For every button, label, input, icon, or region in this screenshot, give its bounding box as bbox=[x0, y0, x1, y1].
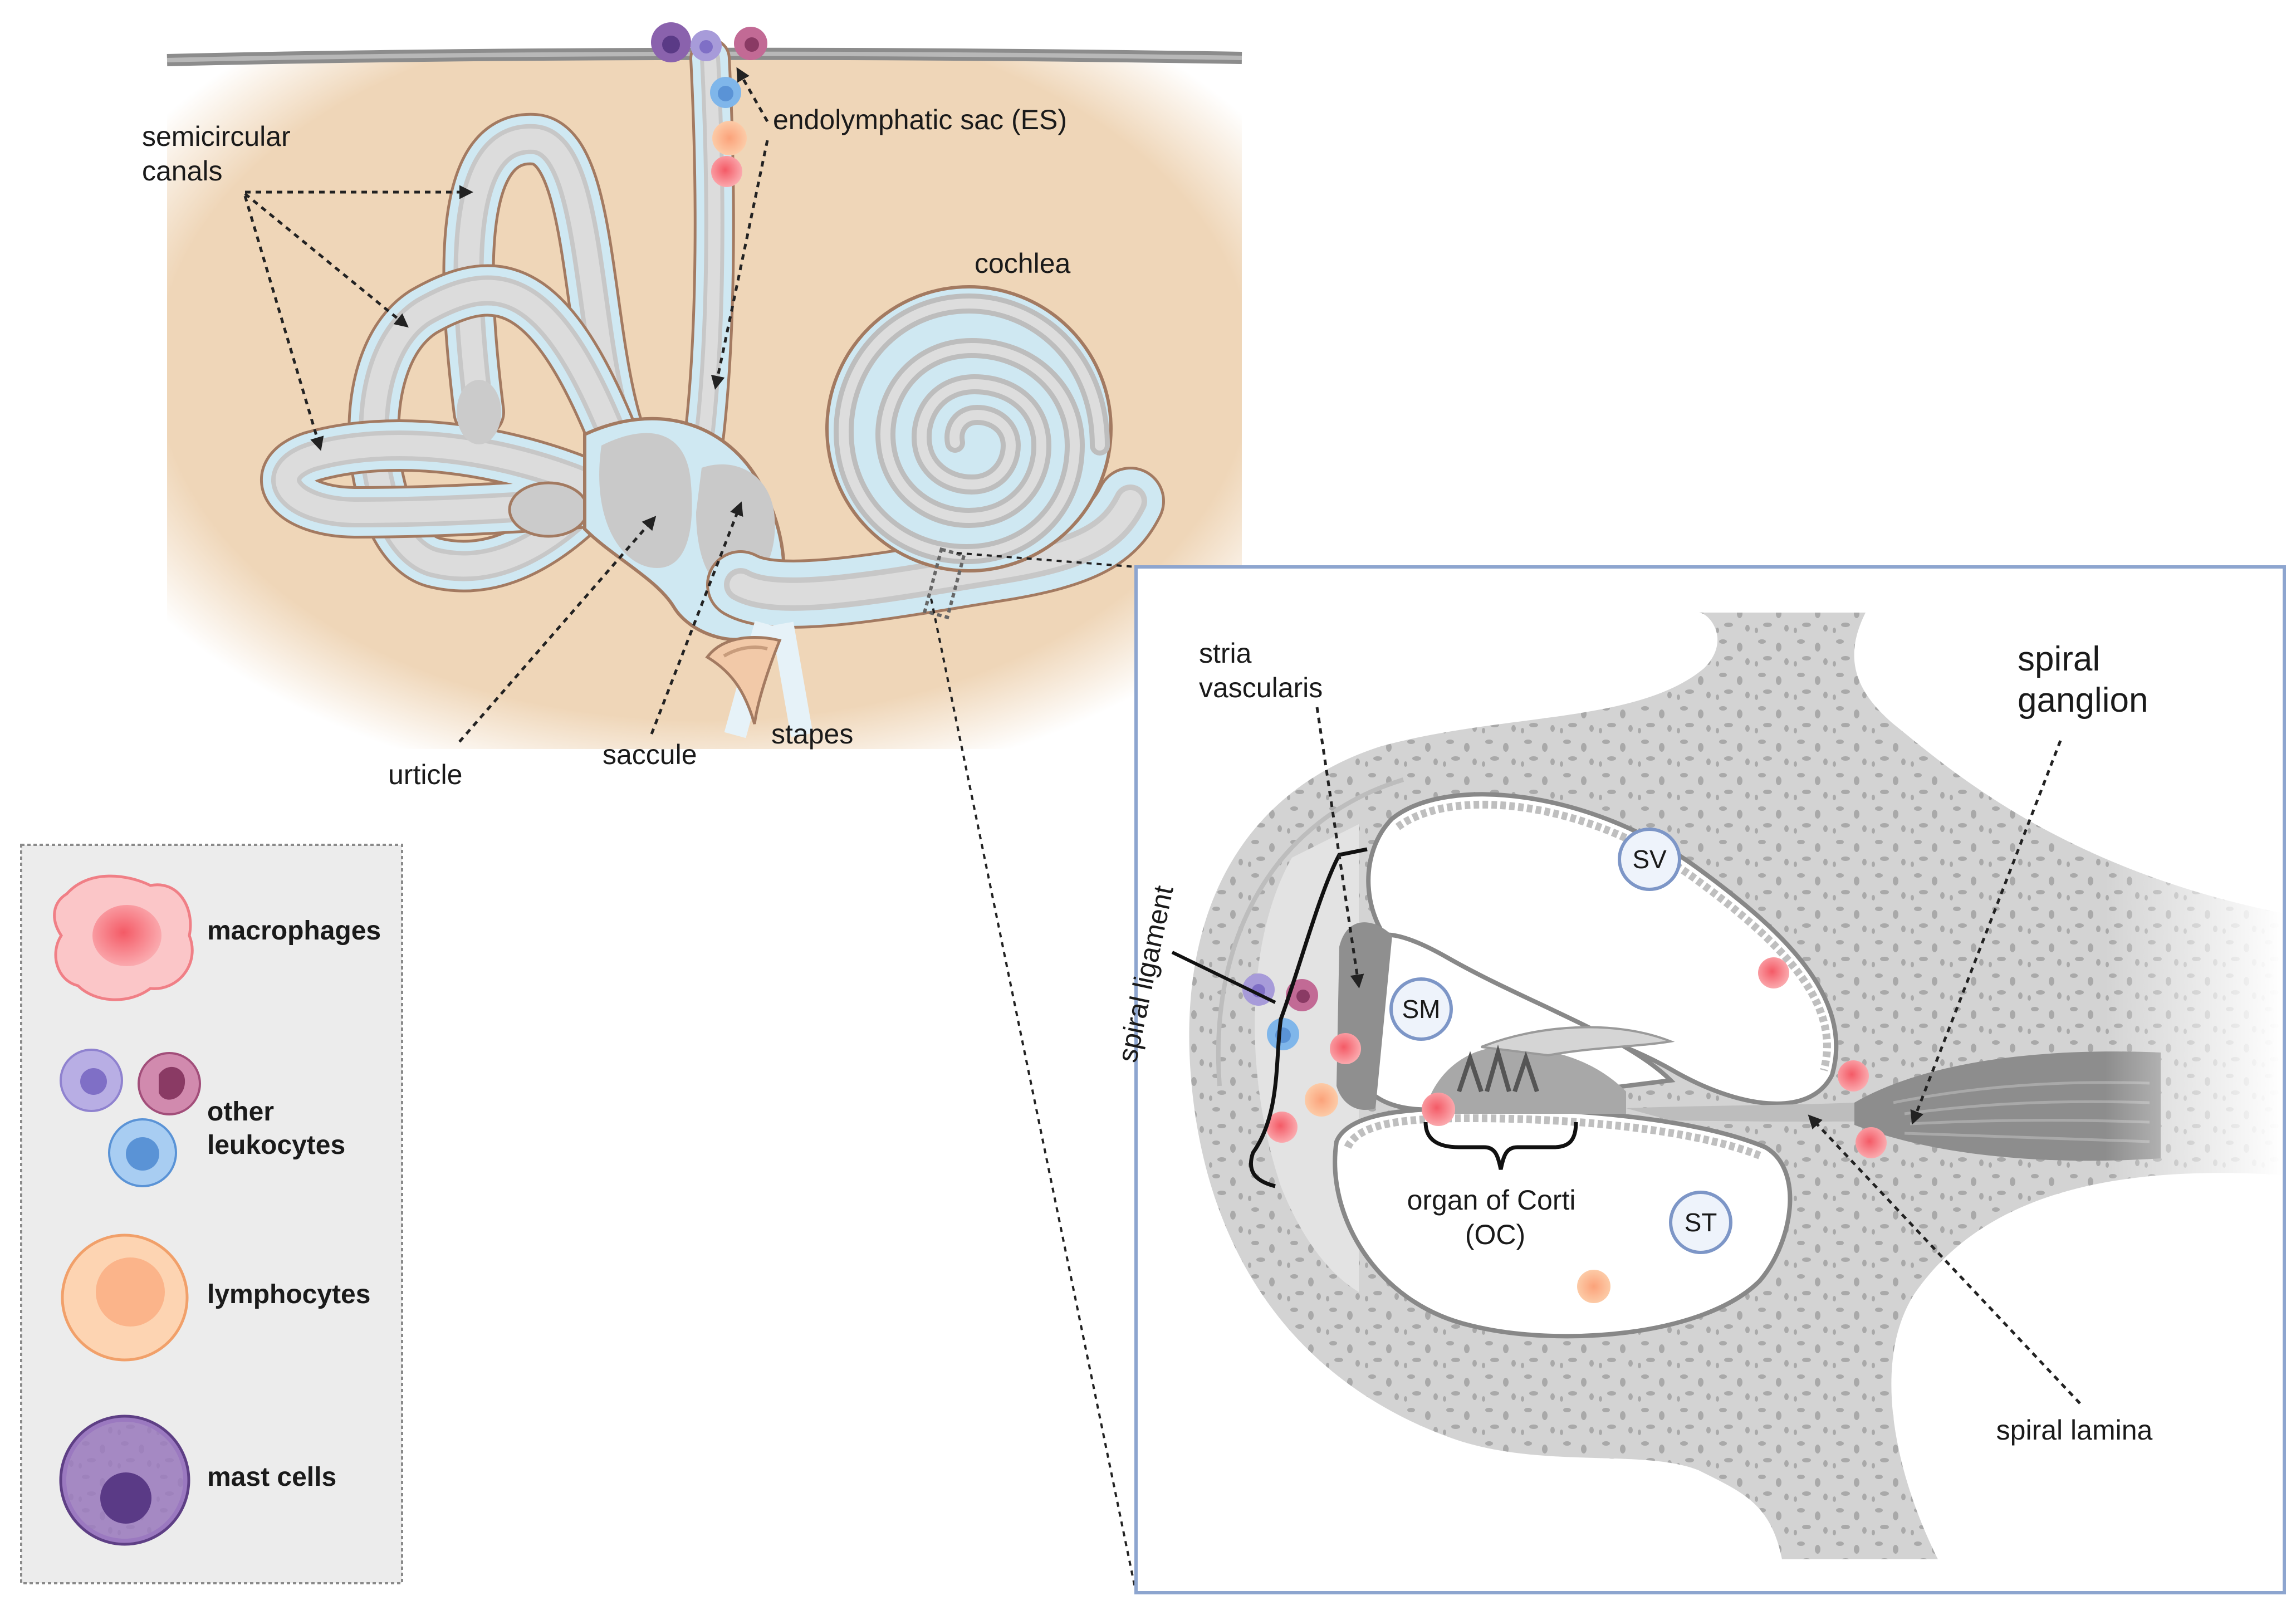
lymphocyte-icon bbox=[1305, 1083, 1338, 1117]
stapes-label: stapes bbox=[771, 718, 853, 750]
lymphocyte-icon bbox=[712, 121, 747, 155]
macrophage-icon bbox=[1856, 1127, 1887, 1158]
inner-ear-overview: semicircular canals endolymphatic sac (E… bbox=[142, 22, 1242, 790]
zoom-connector-bottom bbox=[930, 598, 1137, 1593]
sv-badge: SV bbox=[1618, 828, 1681, 891]
macrophage-icon bbox=[1330, 1033, 1361, 1064]
endolymphatic-sac-label: endolymphatic sac (ES) bbox=[773, 104, 1067, 135]
tectorial-membrane bbox=[1481, 1026, 1675, 1057]
legend: macrophages other leukocytes lymphocytes… bbox=[20, 844, 403, 1584]
lymphocyte-icon bbox=[1577, 1270, 1610, 1303]
st-badge: ST bbox=[1669, 1191, 1732, 1254]
legend-item-mast-cells: mast cells bbox=[59, 1415, 336, 1546]
organ-of-corti-bracket bbox=[1423, 1122, 1578, 1170]
inset-cells bbox=[1242, 957, 1887, 1303]
svg-text:SM: SM bbox=[1402, 995, 1441, 1024]
macrophage-icon bbox=[1422, 1093, 1455, 1126]
svg-text:lymphocytes: lymphocytes bbox=[207, 1280, 370, 1309]
endolymphatic-duct bbox=[681, 38, 735, 477]
spiral-ligament-region bbox=[1255, 824, 1359, 1292]
inset-pointers bbox=[1315, 707, 2081, 1404]
macrophage-icon bbox=[711, 156, 742, 187]
svg-text:other leukocytes: other leukocytes bbox=[207, 1097, 345, 1160]
macrophage-icon bbox=[1266, 1112, 1298, 1143]
sm-badge: SM bbox=[1389, 977, 1453, 1041]
spiral-lamina-label: spiral lamina bbox=[1996, 1415, 2153, 1446]
saccule-label: saccule bbox=[603, 739, 697, 770]
cochlea-label: cochlea bbox=[975, 248, 1071, 279]
macrophage-icon bbox=[1758, 957, 1789, 988]
organ-of-corti-label: organ of Corti (OC) bbox=[1407, 1185, 1584, 1250]
semicircular-canals bbox=[260, 112, 655, 593]
svg-text:mast cells: mast cells bbox=[207, 1462, 336, 1492]
svg-text:macrophages: macrophages bbox=[207, 916, 381, 946]
stria-vascularis-label: stria vascularis bbox=[1199, 638, 1323, 703]
spiral-ligament-bracket bbox=[1249, 847, 1368, 1188]
semicircular-canals-label: semicircular canals bbox=[142, 121, 298, 187]
svg-text:SV: SV bbox=[1632, 845, 1667, 874]
cochlea-drawing bbox=[706, 285, 1165, 629]
section-marker bbox=[923, 547, 966, 620]
organ-of-corti-shape bbox=[1426, 1047, 1626, 1114]
svg-text:ST: ST bbox=[1685, 1208, 1717, 1237]
overview-pointers bbox=[243, 67, 769, 743]
legend-item-other-leukocytes: other leukocytes bbox=[60, 1049, 345, 1187]
legend-item-lymphocytes: lymphocytes bbox=[61, 1234, 370, 1362]
macrophage-icon bbox=[1838, 1060, 1869, 1092]
urticle-label: urticle bbox=[388, 759, 462, 790]
es-cells bbox=[651, 22, 767, 187]
spiral-ganglion-label: spiral ganglion bbox=[2018, 640, 2148, 720]
cochlea-cross-section-inset: SV SM ST bbox=[1112, 565, 2286, 1594]
stapes-drawing bbox=[705, 620, 813, 738]
utricle-shape bbox=[599, 433, 692, 568]
legend-item-macrophages: macrophages bbox=[53, 874, 381, 1001]
